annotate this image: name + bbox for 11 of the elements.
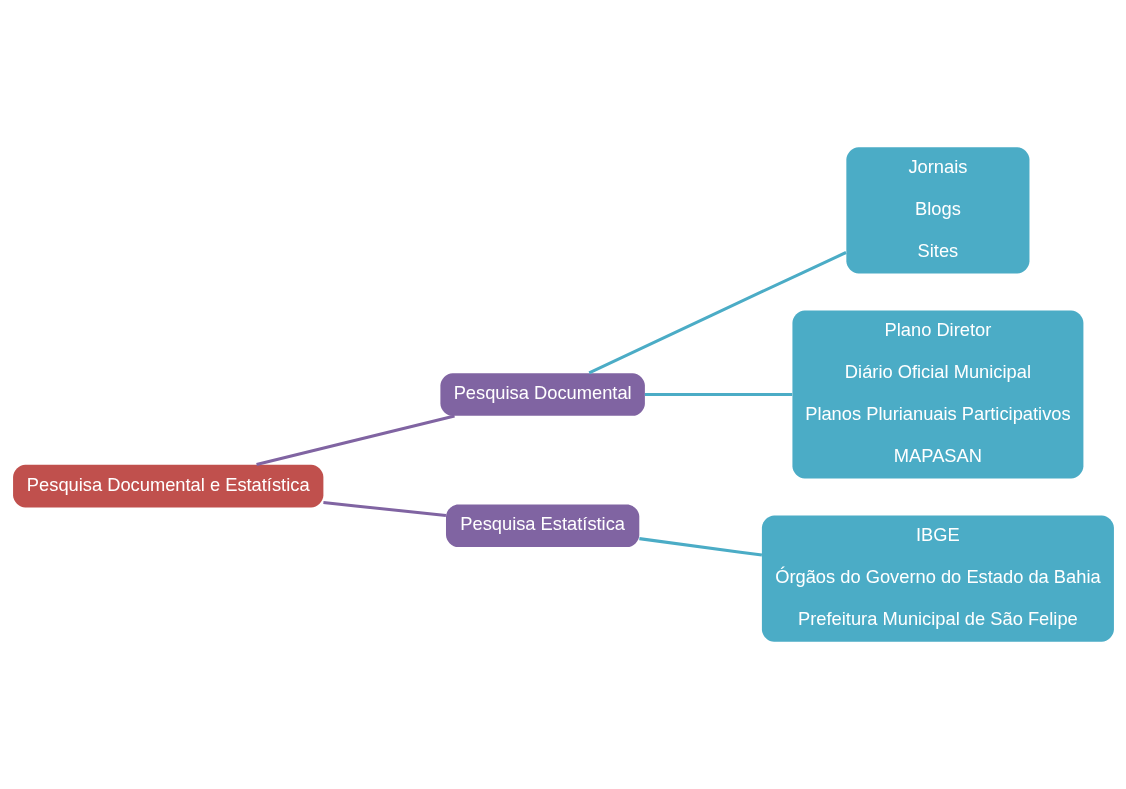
node-box: Pesquisa Documental [439, 373, 645, 416]
node-box: Plano Diretor Diário Oficial Municipal Planos Plurianuais Participativos MAPASAN [791, 310, 1083, 479]
node-box: IBGE Órgãos do Governo do Estado da Bahia Prefeitura Municipal de São Felipe [761, 515, 1114, 642]
node-box: Pesquisa Documental e Estatística [12, 464, 323, 508]
connector [322, 500, 446, 518]
connector [255, 414, 455, 467]
node-box: Pesquisa Estatística [445, 504, 639, 548]
connector [588, 251, 847, 375]
connector [638, 537, 762, 557]
node-box: Jornais Blogs Sites [845, 147, 1029, 274]
connector [644, 392, 792, 397]
